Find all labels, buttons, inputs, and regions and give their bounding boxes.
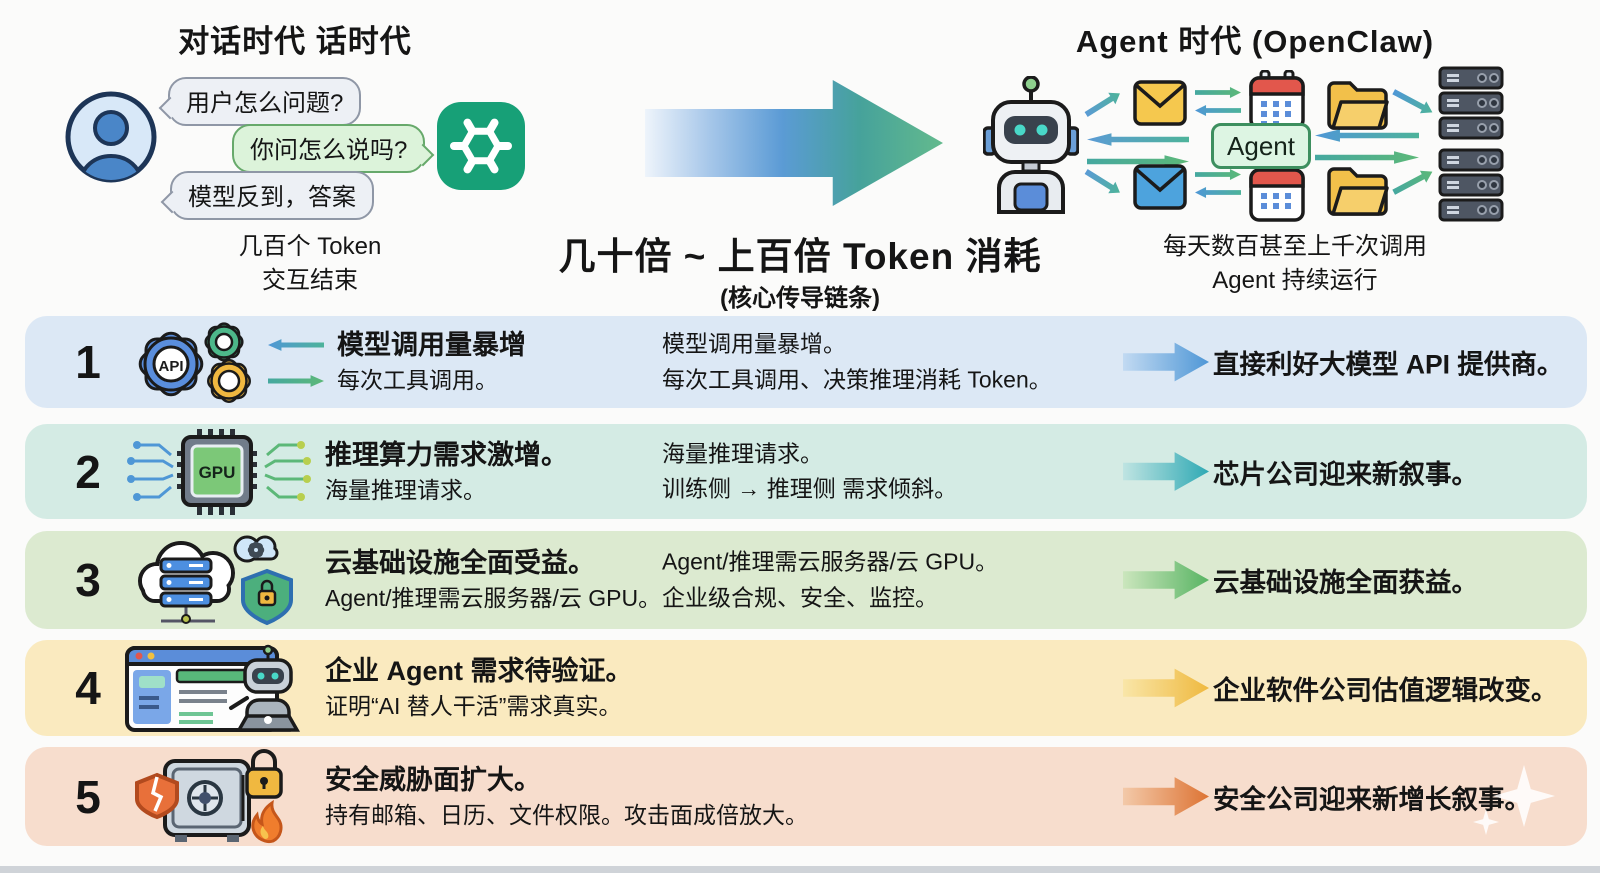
agent-robot-icon xyxy=(983,76,1079,214)
exchange-arrows-top-icon xyxy=(1195,86,1241,117)
impact-row-4: 4 企业 Agent 需求待验证。 证明“AI 替人干活”需求真实。 企业软件公… xyxy=(25,640,1587,736)
row-subtitle: 每次工具调用。 xyxy=(337,367,498,394)
row-details: 模型调用量暴增。 每次工具调用、决策推理消耗 Token。 xyxy=(662,326,1052,397)
row-number: 1 xyxy=(75,336,101,388)
server-to-agent-arrow-icon xyxy=(1315,128,1419,143)
right-caption-line2: Agent 持续运行 xyxy=(1212,267,1378,295)
robot-out-arrow2-icon xyxy=(1082,165,1124,200)
browser-robot-icon xyxy=(125,644,301,732)
arrow-right-icon xyxy=(1195,169,1241,180)
server-stack-bottom-icon xyxy=(1438,148,1504,222)
row-subtitle: 海量推理请求。 xyxy=(325,476,486,503)
impact-row-2: 2 GPU 推理算力需求激增。 海量推理请求。 海量推理请求。 训练侧 → 推理… xyxy=(25,424,1587,519)
folder-top-icon xyxy=(1327,81,1389,130)
gear-arrow-right-icon xyxy=(268,375,324,387)
user-avatar-icon xyxy=(65,91,157,183)
row-title: 云基础设施全面受益。 xyxy=(325,548,595,579)
row-detail-line1: Agent/推理需云服务器/云 GPU。 xyxy=(662,548,999,575)
folder-to-server-arrow-icon xyxy=(1390,85,1436,120)
svg-text:GPU: GPU xyxy=(199,463,236,482)
agent-label-box: Agent xyxy=(1211,123,1311,169)
robot-out-arrow-icon xyxy=(1082,87,1124,122)
gpu-chip-icon: GPU xyxy=(127,428,311,515)
row-title: 企业 Agent 需求待验证。 xyxy=(325,656,633,687)
folder-to-server-arrow2-icon xyxy=(1390,165,1436,200)
arrow-left-icon xyxy=(1195,186,1241,199)
svg-text:API: API xyxy=(158,358,183,375)
arrow-right-icon xyxy=(1195,87,1241,98)
row-number: 4 xyxy=(75,662,101,714)
impact-row-1: 1 API xyxy=(25,316,1587,408)
row-conclusion: 企业软件公司估值逻辑改变。 xyxy=(1213,675,1558,706)
chatgpt-logo-icon xyxy=(437,102,525,190)
row-subtitle: Agent/推理需云服务器/云 GPU。 xyxy=(325,585,662,612)
row-titleblock: 安全威胁面扩大。 持有邮箱、日历、文件权限。攻击面成倍放大。 xyxy=(325,763,808,831)
row-impact-arrow-icon xyxy=(1123,560,1209,600)
row-conclusion: 安全公司迎来新增长叙事。 xyxy=(1213,784,1531,814)
agent-ecosystem-cluster: Agent xyxy=(983,66,1513,224)
sparkle-decoration xyxy=(1493,765,1555,827)
left-caption-line1: 几百个 Token xyxy=(238,233,382,260)
row-detail-line1: 模型调用量暴增。 xyxy=(662,330,846,357)
impact-row-5: 5 安全威胁面扩大。 持有邮箱、日历、文件权限。攻击面成倍放大。 安全公司迎来新… xyxy=(25,747,1587,846)
left-caption: 几百个 Token 交互结束 xyxy=(150,230,470,298)
token-consumption-subheading: (核心传导链条) xyxy=(720,285,880,312)
left-caption-line2: 交互结束 xyxy=(262,267,358,295)
mail-yellow-icon xyxy=(1133,80,1187,126)
row-conclusion: 云基础设施全面获益。 xyxy=(1213,567,1478,598)
row-titleblock: 模型调用量暴增 每次工具调用。 xyxy=(337,328,526,396)
server-stack-top-icon xyxy=(1438,66,1504,140)
impact-row-3: 3 xyxy=(25,531,1587,629)
safe-security-icon xyxy=(135,748,283,843)
row-impact-arrow-icon xyxy=(1123,452,1209,491)
row-detail-line2: 每次工具调用、决策推理消耗 Token。 xyxy=(662,366,1052,392)
row-conclusion: 直接利好大模型 API 提供商。 xyxy=(1213,349,1564,380)
api-gears-icon: API xyxy=(138,322,251,403)
row-impact-arrow-icon xyxy=(1123,342,1209,382)
row-impact-arrow-icon xyxy=(1123,668,1209,708)
era-transition-arrow-icon xyxy=(645,80,943,206)
row-titleblock: 推理算力需求激增。 海量推理请求。 xyxy=(325,438,568,506)
row-number: 2 xyxy=(75,445,101,498)
row-title: 推理算力需求激增。 xyxy=(325,439,568,470)
row-titleblock: 企业 Agent 需求待验证。 证明“AI 替人干活”需求真实。 xyxy=(325,654,633,722)
token-consumption-heading: 几十倍 ~ 上百倍 Token 消耗 xyxy=(558,236,1042,277)
chat-bubble-1: 用户怎么问题? xyxy=(168,77,362,126)
row-detail-line1: 海量推理请求。 xyxy=(662,439,823,466)
row-titleblock: 云基础设施全面受益。 Agent/推理需云服务器/云 GPU。 xyxy=(325,546,661,614)
row-title: 安全威胁面扩大。 xyxy=(325,764,541,795)
row-number: 3 xyxy=(75,554,101,606)
chat-bubble-2: 你问怎么说吗? xyxy=(232,124,426,173)
calendar-top-icon xyxy=(1249,70,1305,130)
folder-bottom-icon xyxy=(1327,167,1389,216)
mail-blue-icon xyxy=(1133,164,1187,210)
row-subtitle: 证明“AI 替人干活”需求真实。 xyxy=(325,693,622,720)
chat-bubble-3: 模型反到，答案 xyxy=(170,171,374,220)
row-details: 海量推理请求。 训练侧 → 推理侧 需求倾斜。 xyxy=(662,436,957,507)
arrow-left-icon xyxy=(1195,104,1241,117)
right-caption-line1: 每天数百甚至上千次调用 xyxy=(1163,233,1427,260)
row-impact-arrow-icon xyxy=(1123,777,1209,816)
row-number: 5 xyxy=(75,770,101,823)
row-subtitle: 持有邮箱、日历、文件权限。攻击面成倍放大。 xyxy=(325,801,808,828)
row-conclusion: 芯片公司迎来新叙事。 xyxy=(1213,459,1478,489)
agent-to-robot-arrow-icon xyxy=(1087,132,1189,147)
right-caption: 每天数百甚至上千次调用 Agent 持续运行 xyxy=(1070,230,1520,298)
left-era-title: 对话时代 话时代 xyxy=(178,24,412,59)
row-detail-line2: 训练侧 → 推理侧 需求倾斜。 xyxy=(662,475,958,502)
exchange-arrows-bottom-icon xyxy=(1195,168,1241,199)
cloud-infra-icon xyxy=(138,535,293,626)
right-era-title: Agent 时代 (OpenClaw) xyxy=(1075,24,1435,59)
row-title: 模型调用量暴增 xyxy=(337,330,526,361)
bottom-edge-strip xyxy=(0,866,1600,873)
calendar-bottom-icon xyxy=(1249,162,1305,222)
row-detail-line2: 企业级合规、安全、监控。 xyxy=(662,584,938,610)
row-details: Agent/推理需云服务器/云 GPU。 企业级合规、安全、监控。 xyxy=(662,544,998,615)
